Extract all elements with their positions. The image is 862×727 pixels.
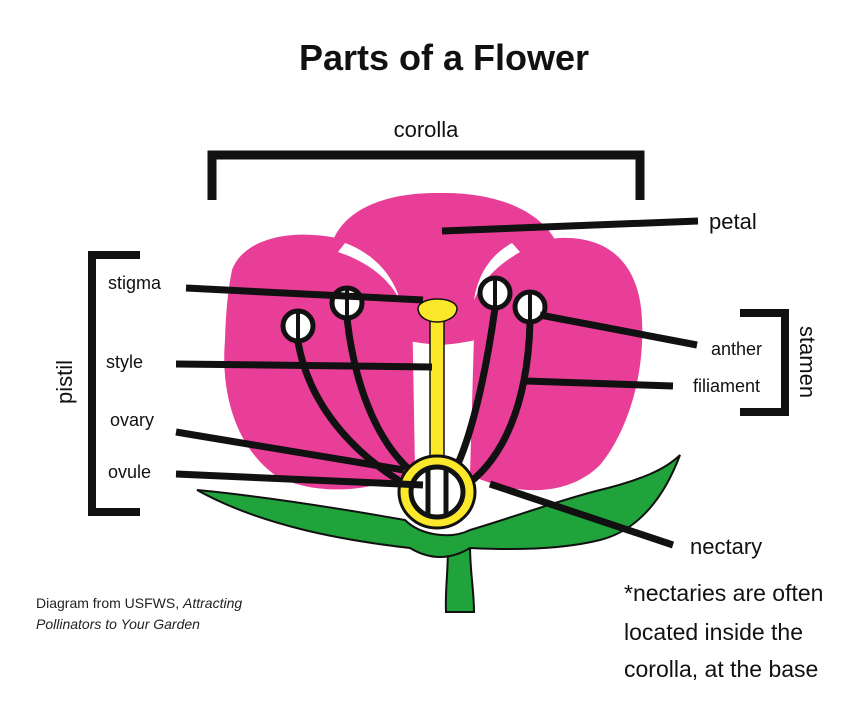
note-line-1: *nectaries are often [624, 580, 823, 606]
petal-gap-left [338, 243, 400, 300]
ovule-label: ovule [108, 462, 151, 482]
anther-label: anther [711, 339, 762, 359]
sepal-leaves [196, 454, 681, 558]
ovary-chamber [408, 464, 466, 520]
stigma-top [417, 298, 458, 323]
ovary [397, 454, 477, 530]
filament [343, 314, 424, 482]
pistil-bracket [88, 251, 140, 516]
pistil-label: pistil [52, 360, 77, 404]
corolla-label: corolla [394, 117, 460, 142]
petal-gap-right [474, 243, 520, 300]
diagram-title: Parts of a Flower [299, 37, 589, 78]
style-leader [175, 360, 433, 371]
petal-leader [441, 217, 699, 235]
anthers [280, 275, 548, 344]
style-shaft [429, 311, 445, 468]
stigma-label: stigma [108, 273, 162, 293]
filament-label: filiament [693, 376, 760, 396]
note-line-2: located inside the [624, 619, 803, 645]
ovary-label: ovary [110, 410, 154, 430]
stigma-leader [185, 284, 424, 304]
stem [444, 544, 476, 613]
filament [458, 318, 534, 492]
stamen-label: stamen [795, 326, 820, 398]
nectary-leader [488, 480, 675, 549]
stamen-bracket [740, 309, 789, 416]
petal-label: petal [709, 209, 757, 234]
credit-line-1: Diagram from USFWS, Attracting [36, 595, 242, 611]
credit-line-2: Pollinators to Your Garden [36, 616, 200, 632]
nectary-label: nectary [690, 534, 762, 559]
filament [451, 304, 499, 474]
corolla-bracket [207, 150, 645, 200]
filament-leader [525, 377, 674, 390]
anther-leader [539, 311, 698, 349]
ovule-leader [175, 470, 424, 489]
style-label: style [106, 352, 143, 372]
note-line-3: corolla, at the base [624, 656, 818, 682]
leader-lines [175, 217, 699, 549]
ovary-leader [175, 428, 405, 474]
